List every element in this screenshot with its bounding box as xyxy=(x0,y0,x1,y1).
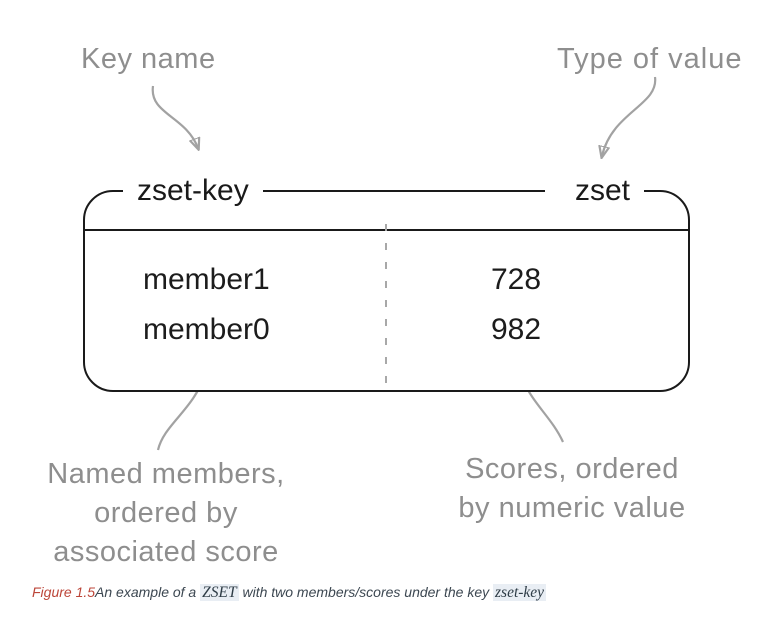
caption-text-middle: with two members/scores under the key xyxy=(238,584,494,600)
caption-text-before: An example of a xyxy=(95,584,201,600)
member-score: 728 xyxy=(490,263,542,296)
member-score: 982 xyxy=(490,313,542,346)
members-note-label: Named members, ordered by associated sco… xyxy=(47,458,285,568)
key-name-label: Key name xyxy=(81,43,216,75)
caption-code-zset-key: zset-key xyxy=(493,584,547,601)
caption-code-zset: ZSET xyxy=(200,584,239,601)
member-name: member1 xyxy=(143,263,270,296)
figure-number: Figure 1.5 xyxy=(32,584,96,600)
member-score-divider xyxy=(385,224,387,390)
scores-note-label: Scores, ordered by numeric value xyxy=(458,453,686,524)
zset-box: zset-key zset member1 member0 728 982 xyxy=(83,173,690,392)
figure-caption: Figure 1.5An example of a ZSET with two … xyxy=(32,584,547,602)
member-name: member0 xyxy=(143,313,270,346)
arrow-key-name xyxy=(151,85,198,148)
value-type-tab: zset xyxy=(545,173,645,209)
type-of-value-label: Type of value xyxy=(557,43,743,75)
key-name-tab: zset-key xyxy=(123,173,263,209)
arrow-type-of-value xyxy=(602,76,657,156)
